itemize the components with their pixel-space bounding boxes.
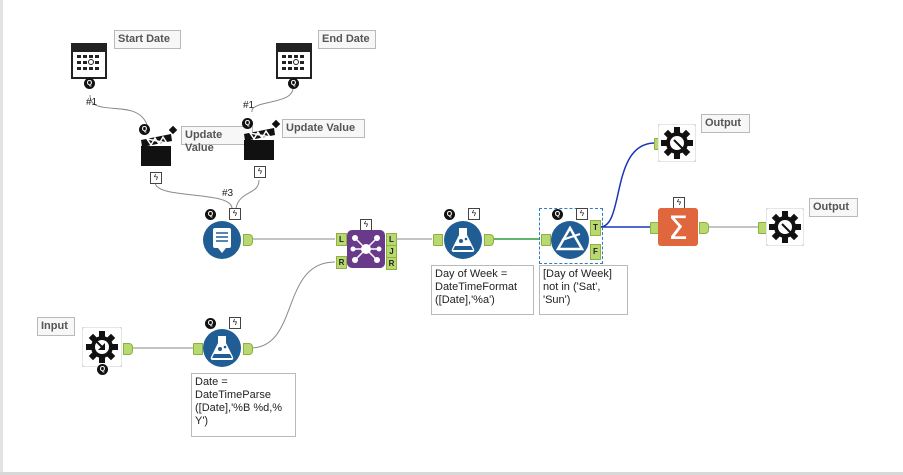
calendar-icon bbox=[276, 43, 312, 79]
output-tool-2[interactable] bbox=[765, 207, 805, 247]
update-value-tool-2[interactable] bbox=[242, 118, 282, 162]
start-date-label[interactable]: Start Date bbox=[114, 30, 181, 49]
canvas-left-border bbox=[0, 0, 3, 475]
question-badge-icon: Q bbox=[84, 78, 95, 89]
connection-end-to-update2 bbox=[251, 87, 294, 113]
bolt-badge-icon: ϟ bbox=[468, 208, 480, 220]
filter-tool[interactable] bbox=[550, 220, 590, 260]
join-left-input-anchor[interactable]: L bbox=[336, 233, 347, 246]
connection-start-to-update1 bbox=[89, 94, 149, 129]
generate-rows-icon bbox=[203, 221, 241, 259]
end-date-tool[interactable] bbox=[275, 40, 313, 80]
filter-triangle-icon bbox=[551, 221, 589, 259]
connection-formula-to-join bbox=[249, 261, 336, 349]
formula-tool-date-parse[interactable] bbox=[202, 328, 242, 368]
end-date-label[interactable]: End Date bbox=[318, 30, 376, 49]
sigma-icon: Σ bbox=[658, 208, 698, 247]
svg-text:Σ: Σ bbox=[668, 209, 688, 246]
bolt-badge-icon: ϟ bbox=[254, 166, 266, 178]
output-anchor[interactable] bbox=[484, 234, 494, 246]
formula-tool-day-of-week[interactable] bbox=[443, 220, 483, 260]
join-right-output-anchor[interactable]: R bbox=[386, 257, 397, 270]
input-anchor[interactable] bbox=[193, 234, 199, 244]
output-label-1[interactable]: Output bbox=[701, 114, 750, 133]
update-value-label-2[interactable]: Update Value bbox=[282, 119, 365, 138]
input-anchor[interactable] bbox=[193, 343, 203, 355]
bolt-badge-icon: ϟ bbox=[229, 208, 241, 220]
filter-false-anchor[interactable]: F bbox=[590, 244, 601, 260]
anchor-label-hash1: #1 bbox=[86, 97, 98, 108]
calendar-icon bbox=[71, 43, 107, 79]
summarize-tool[interactable]: Σ bbox=[658, 208, 698, 247]
connection-filter-to-output1 bbox=[599, 142, 656, 228]
anchor-label-hash1: #1 bbox=[243, 100, 255, 111]
input-gear-icon bbox=[81, 326, 123, 368]
output-anchor[interactable] bbox=[699, 222, 709, 234]
bolt-badge-icon: ϟ bbox=[576, 208, 588, 220]
clapperboard-icon bbox=[141, 125, 178, 166]
flask-icon bbox=[444, 221, 482, 259]
input-tool[interactable] bbox=[81, 326, 123, 368]
question-badge-icon: Q bbox=[242, 118, 253, 129]
clapperboard-icon bbox=[244, 119, 281, 160]
anchor-label-hash3: #3 bbox=[222, 188, 234, 199]
formula-date-parse-annotation[interactable]: Date = DateTimeParse ([Date],'%B %d,% Y'… bbox=[191, 373, 296, 437]
filter-selection-box bbox=[539, 208, 603, 264]
output-anchor[interactable] bbox=[243, 234, 253, 246]
filter-true-anchor[interactable]: T bbox=[590, 220, 601, 236]
question-badge-icon: Q bbox=[205, 318, 216, 329]
generate-rows-tool[interactable] bbox=[202, 220, 242, 260]
question-badge-icon: Q bbox=[444, 209, 455, 220]
formula-day-of-week-annotation[interactable]: Day of Week = DateTimeFormat ([Date],'%a… bbox=[431, 265, 534, 315]
output-gear-icon bbox=[657, 123, 697, 163]
question-badge-icon: Q bbox=[139, 124, 150, 135]
bolt-badge-icon: ϟ bbox=[150, 172, 162, 184]
filter-expression-annotation[interactable]: [Day of Week] not in ('Sat', 'Sun') bbox=[539, 265, 628, 315]
output-tool-1[interactable] bbox=[657, 123, 697, 163]
input-anchor[interactable] bbox=[433, 234, 443, 246]
input-anchor[interactable] bbox=[541, 234, 551, 246]
question-badge-icon: Q bbox=[205, 209, 216, 220]
output-gear-icon bbox=[765, 207, 805, 247]
join-network-icon bbox=[347, 230, 385, 268]
output-label-2[interactable]: Output bbox=[809, 198, 858, 217]
input-label[interactable]: Input bbox=[37, 317, 75, 336]
join-tool[interactable] bbox=[347, 230, 385, 268]
update-value-tool-1[interactable] bbox=[139, 124, 179, 168]
output-anchor[interactable] bbox=[243, 343, 253, 355]
question-badge-icon: Q bbox=[97, 364, 108, 375]
bolt-badge-icon: ϟ bbox=[229, 317, 241, 329]
join-right-input-anchor[interactable]: R bbox=[336, 256, 347, 269]
question-badge-icon: Q bbox=[288, 78, 299, 89]
start-date-tool[interactable] bbox=[70, 40, 108, 80]
connection-update2-to-generate bbox=[235, 179, 260, 209]
connection-update1-to-generate bbox=[154, 181, 233, 209]
question-badge-icon: Q bbox=[552, 209, 563, 220]
flask-icon bbox=[203, 329, 241, 367]
output-anchor[interactable] bbox=[123, 343, 133, 355]
canvas-bottom-border bbox=[0, 472, 903, 475]
